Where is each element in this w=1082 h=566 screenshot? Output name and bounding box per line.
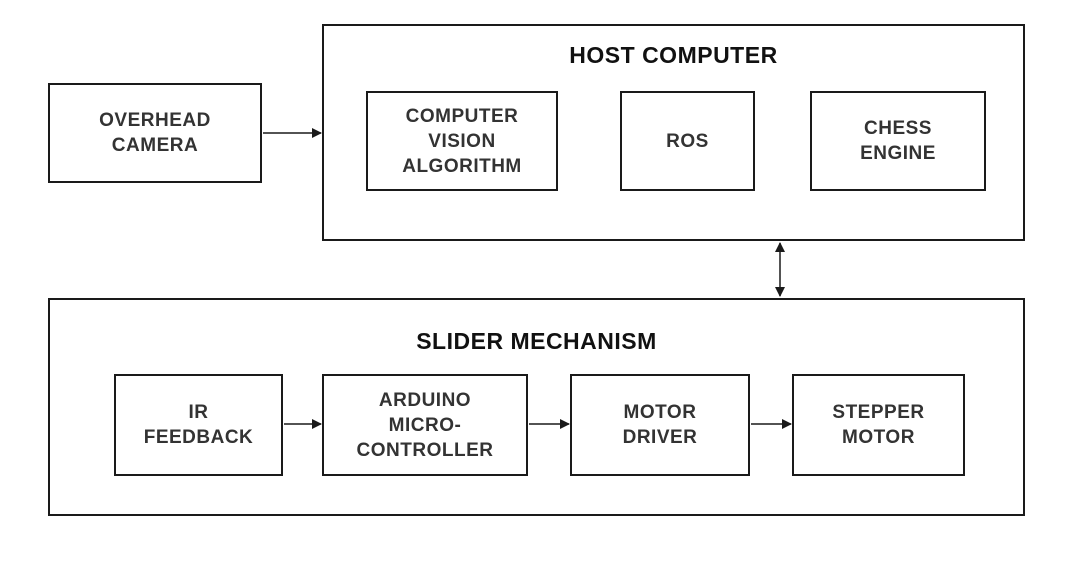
ir-feedback-block: IR FEEDBACK	[114, 374, 283, 476]
computer-vision-block: COMPUTER VISION ALGORITHM	[366, 91, 558, 191]
slider-mechanism-title: SLIDER MECHANISM	[416, 328, 657, 354]
stepper-motor-label: STEPPER MOTOR	[832, 402, 925, 448]
motor-driver-label: MOTOR DRIVER	[622, 402, 698, 448]
ros-block: ROS	[620, 91, 755, 191]
arduino-label: ARDUINO MICRO- CONTROLLER	[356, 389, 494, 461]
overhead-camera-block: OVERHEAD CAMERA	[48, 83, 262, 183]
ros-label: ROS	[666, 130, 709, 152]
chess-engine-block: CHESS ENGINE	[810, 91, 986, 191]
computer-vision-label: COMPUTER VISION ALGORITHM	[402, 105, 522, 177]
arduino-block: ARDUINO MICRO- CONTROLLER	[322, 374, 528, 476]
motor-driver-block: MOTOR DRIVER	[570, 374, 750, 476]
overhead-camera-label: OVERHEAD CAMERA	[99, 110, 211, 156]
host-computer-title: HOST COMPUTER	[569, 42, 778, 68]
ir-feedback-label: IR FEEDBACK	[143, 402, 254, 448]
stepper-motor-block: STEPPER MOTOR	[792, 374, 965, 476]
chess-engine-label: CHESS ENGINE	[860, 118, 936, 164]
